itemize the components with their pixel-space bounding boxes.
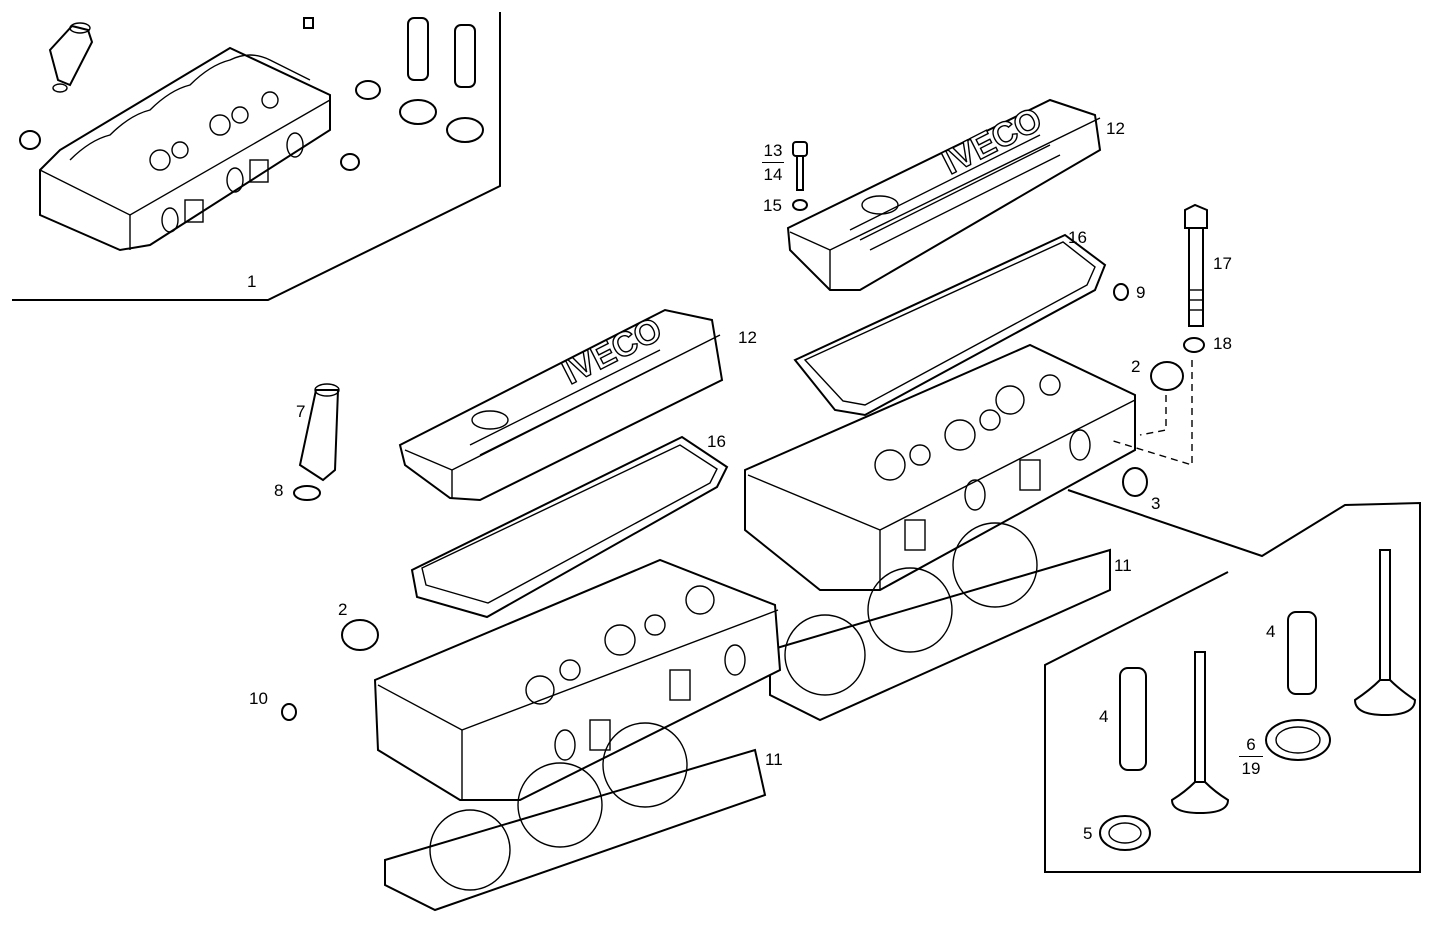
gasket-upper bbox=[793, 233, 1107, 417]
guide-inset-b bbox=[454, 24, 476, 88]
seat-ring-5 bbox=[1099, 815, 1151, 851]
callout-18: 18 bbox=[1213, 334, 1232, 353]
callout-5: 5 bbox=[1083, 824, 1093, 843]
plug-inset bbox=[303, 17, 314, 29]
seal-3 bbox=[1122, 467, 1148, 497]
callout-9: 9 bbox=[1136, 283, 1146, 302]
callout-3: 3 bbox=[1151, 494, 1161, 513]
callout-4: 4 bbox=[1099, 707, 1109, 726]
head-gasket-upper bbox=[769, 522, 1111, 722]
valve-guide-7 bbox=[298, 383, 340, 482]
callout-2: 2 bbox=[1131, 357, 1141, 376]
callout-4: 4 bbox=[1266, 622, 1276, 641]
callout-2: 2 bbox=[338, 600, 348, 619]
seal-inset-a bbox=[399, 99, 437, 125]
fraction-top: 13 bbox=[763, 141, 783, 160]
callout-12: 12 bbox=[1106, 119, 1125, 138]
fraction-top: 6 bbox=[1246, 735, 1256, 754]
cup-inset-c bbox=[19, 130, 41, 150]
callout-17: 17 bbox=[1213, 254, 1232, 273]
callout-8: 8 bbox=[274, 481, 284, 500]
head-gasket-lower bbox=[384, 722, 767, 912]
seal-inset-b bbox=[446, 117, 484, 143]
cup-inset-a bbox=[355, 80, 381, 100]
cylinder-head-inset bbox=[39, 46, 331, 252]
inset-boundary-top-left bbox=[12, 12, 501, 301]
cup-2-lower bbox=[341, 619, 379, 651]
cup-axis-line bbox=[1139, 395, 1167, 436]
callout-13-14: 13 14 bbox=[762, 142, 784, 183]
seat-ring-6-19 bbox=[1265, 719, 1331, 761]
callout-11: 11 bbox=[765, 750, 783, 769]
callout-12: 12 bbox=[738, 328, 757, 347]
guide-inset-a bbox=[407, 17, 429, 81]
callout-10: 10 bbox=[249, 689, 268, 708]
callout-15: 15 bbox=[763, 196, 782, 215]
valve-guide-4-right bbox=[1287, 611, 1317, 695]
fraction-bottom: 19 bbox=[1241, 759, 1261, 778]
callout-11: 11 bbox=[1114, 556, 1132, 575]
inset-boundary-bottom-right bbox=[1044, 489, 1421, 873]
cup-2-upper bbox=[1150, 361, 1184, 391]
plug-9 bbox=[1113, 283, 1129, 301]
callout-16: 16 bbox=[707, 432, 726, 451]
callout-16: 16 bbox=[1068, 228, 1087, 247]
head-bolt bbox=[1184, 203, 1208, 327]
valve-cover-upper: IVECO bbox=[786, 98, 1102, 291]
valve-cover-lower: IVECO bbox=[398, 308, 724, 502]
washer-18 bbox=[1183, 337, 1205, 353]
o-ring-8 bbox=[293, 485, 321, 501]
valve-guide-4-left bbox=[1119, 667, 1147, 771]
cup-inset-b bbox=[340, 153, 360, 171]
cylinder-head-lower bbox=[373, 558, 782, 801]
valve-right bbox=[1353, 549, 1417, 717]
screw-13-14 bbox=[792, 141, 808, 191]
washer-15 bbox=[792, 199, 808, 211]
valve-left bbox=[1170, 651, 1230, 815]
callout-6-19: 6 19 bbox=[1239, 736, 1263, 777]
fraction-bottom: 14 bbox=[763, 165, 783, 184]
plug-10 bbox=[281, 703, 297, 721]
fraction-bar bbox=[1239, 756, 1263, 757]
callout-7: 7 bbox=[296, 402, 306, 421]
callout-1: 1 bbox=[247, 272, 257, 291]
cylinder-head-upper bbox=[744, 343, 1136, 591]
fraction-bar bbox=[762, 162, 784, 163]
valve-guide-inset bbox=[48, 22, 94, 93]
bolt-axis-line bbox=[1109, 360, 1193, 466]
gasket-lower bbox=[410, 435, 729, 619]
